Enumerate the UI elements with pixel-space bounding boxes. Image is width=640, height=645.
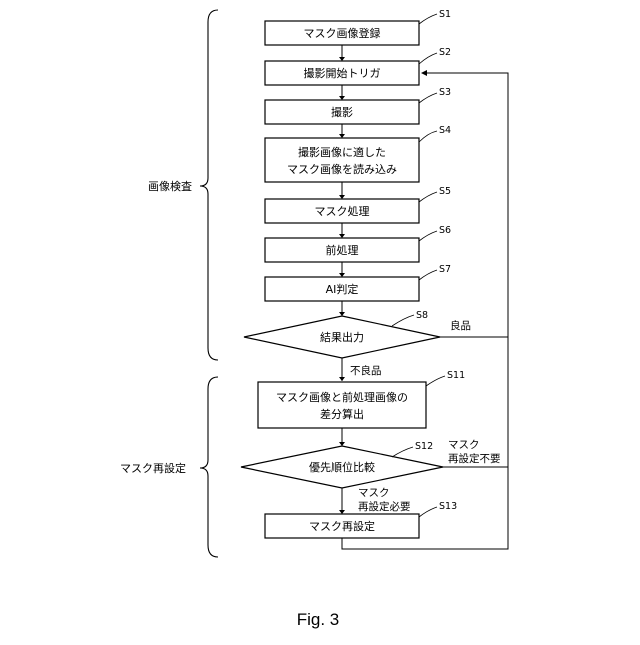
step-s3-label: S3 <box>439 87 451 98</box>
leader-s11 <box>426 376 445 386</box>
figure-caption: Fig. 3 <box>297 610 340 629</box>
step-s7-label: S7 <box>439 264 451 275</box>
step-s13-text: マスク再設定 <box>309 519 375 533</box>
leader-s5 <box>419 192 437 202</box>
loop-good-to-s2 <box>423 73 508 337</box>
step-s13-label: S13 <box>439 501 457 512</box>
step-s11-label: S11 <box>447 370 465 381</box>
leader-s7 <box>419 270 437 280</box>
inspection-group-label: 画像検査 <box>148 179 192 193</box>
leader-s1 <box>419 14 437 24</box>
step-s2-text: 撮影開始トリガ <box>304 66 381 80</box>
branch-needed-label-line1: マスク <box>358 487 390 499</box>
arrowhead <box>339 134 345 138</box>
step-s1-text: マスク画像登録 <box>304 26 381 40</box>
step-s4-text-line2: マスク画像を読み込み <box>287 162 397 176</box>
step-s4-label: S4 <box>439 125 451 136</box>
leader-s12 <box>392 447 413 457</box>
branch-unneeded-label-line1: マスク <box>448 439 480 451</box>
step-s5-text: マスク処理 <box>315 205 370 218</box>
leader-s13 <box>419 507 437 517</box>
arrowhead <box>339 195 345 199</box>
leader-s8 <box>392 315 414 326</box>
arrowhead <box>339 234 345 238</box>
branch-good-label: 良品 <box>450 319 471 332</box>
step-s3-text: 撮影 <box>331 105 353 119</box>
step-s11-box <box>258 382 426 428</box>
branch-needed-label-line2: 再設定必要 <box>358 500 411 513</box>
leader-s2 <box>419 53 437 64</box>
step-s4-text-line1: 撮影画像に適した <box>298 145 386 159</box>
mask-reset-group-label: マスク再設定 <box>120 461 186 475</box>
inspection-brace <box>200 10 218 360</box>
leader-s3 <box>419 93 437 103</box>
step-s7-text: AI判定 <box>326 282 359 296</box>
mask-reset-brace <box>200 377 218 557</box>
step-s6-text: 前処理 <box>326 243 359 257</box>
arrowhead <box>339 377 345 381</box>
step-s11-text-line1: マスク画像と前処理画像の <box>276 390 408 404</box>
branch-unneeded-label-line2: 再設定不要 <box>448 452 501 465</box>
step-s5-label: S5 <box>439 186 451 197</box>
leader-s4 <box>419 131 437 142</box>
step-s11-text-line2: 差分算出 <box>320 407 364 421</box>
arrowhead <box>339 273 345 277</box>
step-s12-text: 優先順位比較 <box>309 460 375 474</box>
step-s8-text: 結果出力 <box>320 330 364 344</box>
branch-defective-label: 不良品 <box>350 364 382 377</box>
step-s2-label: S2 <box>439 47 451 58</box>
step-s8-label: S8 <box>416 310 428 321</box>
leader-s6 <box>419 231 437 241</box>
step-s6-label: S6 <box>439 225 451 236</box>
step-s1-label: S1 <box>439 9 451 20</box>
arrowhead <box>421 70 427 76</box>
step-s12-label: S12 <box>415 441 433 452</box>
